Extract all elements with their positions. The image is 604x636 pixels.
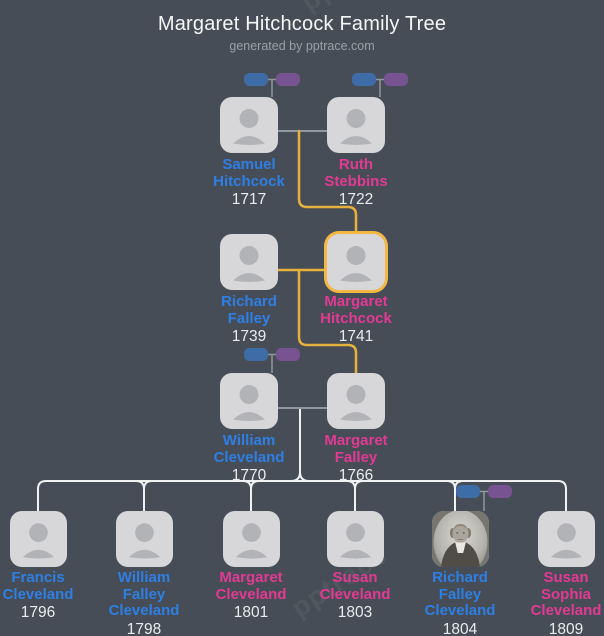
person-silhouette-icon	[233, 109, 265, 145]
person-birth-year: 1801	[233, 604, 269, 621]
person-label-margaret-falley: Margaret Falley 1766	[324, 432, 388, 484]
pill-connector	[376, 78, 384, 97]
father-pill[interactable]	[352, 73, 376, 86]
father-pill[interactable]	[244, 348, 268, 361]
person-birth-year: 1770	[231, 467, 267, 484]
collapsed-parents-indicator	[244, 348, 300, 361]
collapsed-parents-indicator	[456, 485, 512, 498]
person-card-susan-sophia-cleveland[interactable]	[538, 511, 595, 567]
person-silhouette-icon	[340, 246, 372, 282]
person-name: Samuel Hitchcock	[213, 156, 285, 190]
person-name: Margaret Falley	[324, 432, 388, 466]
person-label-william-falley-cleveland: William Falley Cleveland 1798	[108, 569, 180, 636]
person-card-richard-falley[interactable]	[220, 234, 278, 290]
person-card-william-cleveland[interactable]	[220, 373, 278, 429]
person-label-margaret-hitchcock: Margaret Hitchcock 1741	[320, 293, 392, 345]
person-name: William Falley Cleveland	[108, 569, 180, 619]
person-label-richard-falley-cleveland: Richard Falley Cleveland 1804	[424, 569, 496, 636]
person-name: Ruth Stebbins	[324, 156, 388, 190]
person-birth-year: 1803	[337, 604, 373, 621]
person-name: Susan Cleveland	[319, 569, 391, 603]
person-birth-year: 1717	[231, 191, 267, 208]
person-birth-year: 1739	[231, 328, 267, 345]
person-silhouette-icon	[22, 523, 55, 559]
person-label-susan-cleveland: Susan Cleveland 1803	[319, 569, 391, 621]
person-birth-year: 1741	[338, 328, 374, 345]
father-pill[interactable]	[456, 485, 480, 498]
person-card-margaret-hitchcock-highlighted[interactable]	[327, 234, 385, 290]
person-name: Richard Falley Cleveland	[424, 569, 496, 619]
person-silhouette-icon	[235, 523, 268, 559]
children-trunk-split	[290, 471, 310, 482]
person-label-samuel-hitchcock: Samuel Hitchcock 1717	[213, 156, 285, 208]
person-birth-year: 1766	[338, 467, 374, 484]
person-silhouette-icon	[339, 523, 372, 559]
child-drop-line	[135, 480, 153, 512]
person-silhouette-icon	[233, 385, 265, 421]
person-label-richard-falley: Richard Falley 1739	[221, 293, 277, 345]
page-title: Margaret Hitchcock Family Tree	[157, 13, 447, 35]
person-birth-year: 1796	[20, 604, 56, 621]
person-name: Richard Falley	[221, 293, 277, 327]
mother-pill[interactable]	[384, 73, 408, 86]
child-drop-line	[346, 480, 364, 512]
person-silhouette-icon	[550, 523, 583, 559]
person-birth-year: 1804	[442, 620, 478, 636]
person-label-susan-sophia-cleveland: Susan Sophia Cleveland 1809	[530, 569, 602, 636]
person-name: Margaret Cleveland	[215, 569, 287, 603]
person-label-margaret-cleveland: Margaret Cleveland 1801	[215, 569, 287, 621]
mother-pill[interactable]	[276, 73, 300, 86]
father-pill[interactable]	[244, 73, 268, 86]
person-birth-year: 1809	[548, 620, 584, 636]
person-card-francis-cleveland[interactable]	[10, 511, 67, 567]
person-card-margaret-cleveland[interactable]	[223, 511, 280, 567]
person-silhouette-icon	[233, 246, 265, 282]
person-name: Susan Sophia Cleveland	[530, 569, 602, 619]
person-name: Margaret Hitchcock	[320, 293, 392, 327]
person-birth-year: 1722	[338, 191, 374, 208]
person-card-ruth-stebbins[interactable]	[327, 97, 385, 153]
page-subtitle: generated by pptrace.com	[229, 39, 375, 53]
collapsed-parents-indicator	[244, 73, 300, 86]
mother-pill[interactable]	[488, 485, 512, 498]
person-silhouette-icon	[128, 523, 161, 559]
child-drop-line	[446, 480, 464, 512]
child-drop-line	[242, 480, 260, 512]
pill-connector	[480, 490, 488, 511]
person-silhouette-icon	[340, 109, 372, 145]
person-name: William Cleveland	[213, 432, 285, 466]
lineage-path-gen1	[297, 129, 358, 236]
lineage-path-gen2	[297, 268, 358, 375]
pill-connector	[268, 78, 276, 97]
person-label-ruth-stebbins: Ruth Stebbins 1722	[324, 156, 388, 208]
person-card-samuel-hitchcock[interactable]	[220, 97, 278, 153]
person-photo	[432, 511, 489, 567]
person-name: Francis Cleveland	[2, 569, 74, 603]
person-label-francis-cleveland: Francis Cleveland 1796	[2, 569, 74, 621]
person-card-william-falley-cleveland[interactable]	[116, 511, 173, 567]
children-rail	[37, 480, 567, 512]
person-silhouette-icon	[340, 385, 372, 421]
person-label-william-cleveland: William Cleveland 1770	[213, 432, 285, 484]
pill-connector	[268, 353, 276, 373]
person-card-margaret-falley[interactable]	[327, 373, 385, 429]
person-card-susan-cleveland[interactable]	[327, 511, 384, 567]
mother-pill[interactable]	[276, 348, 300, 361]
person-card-richard-falley-cleveland[interactable]	[432, 511, 489, 567]
collapsed-parents-indicator	[352, 73, 408, 86]
person-birth-year: 1798	[126, 620, 162, 636]
